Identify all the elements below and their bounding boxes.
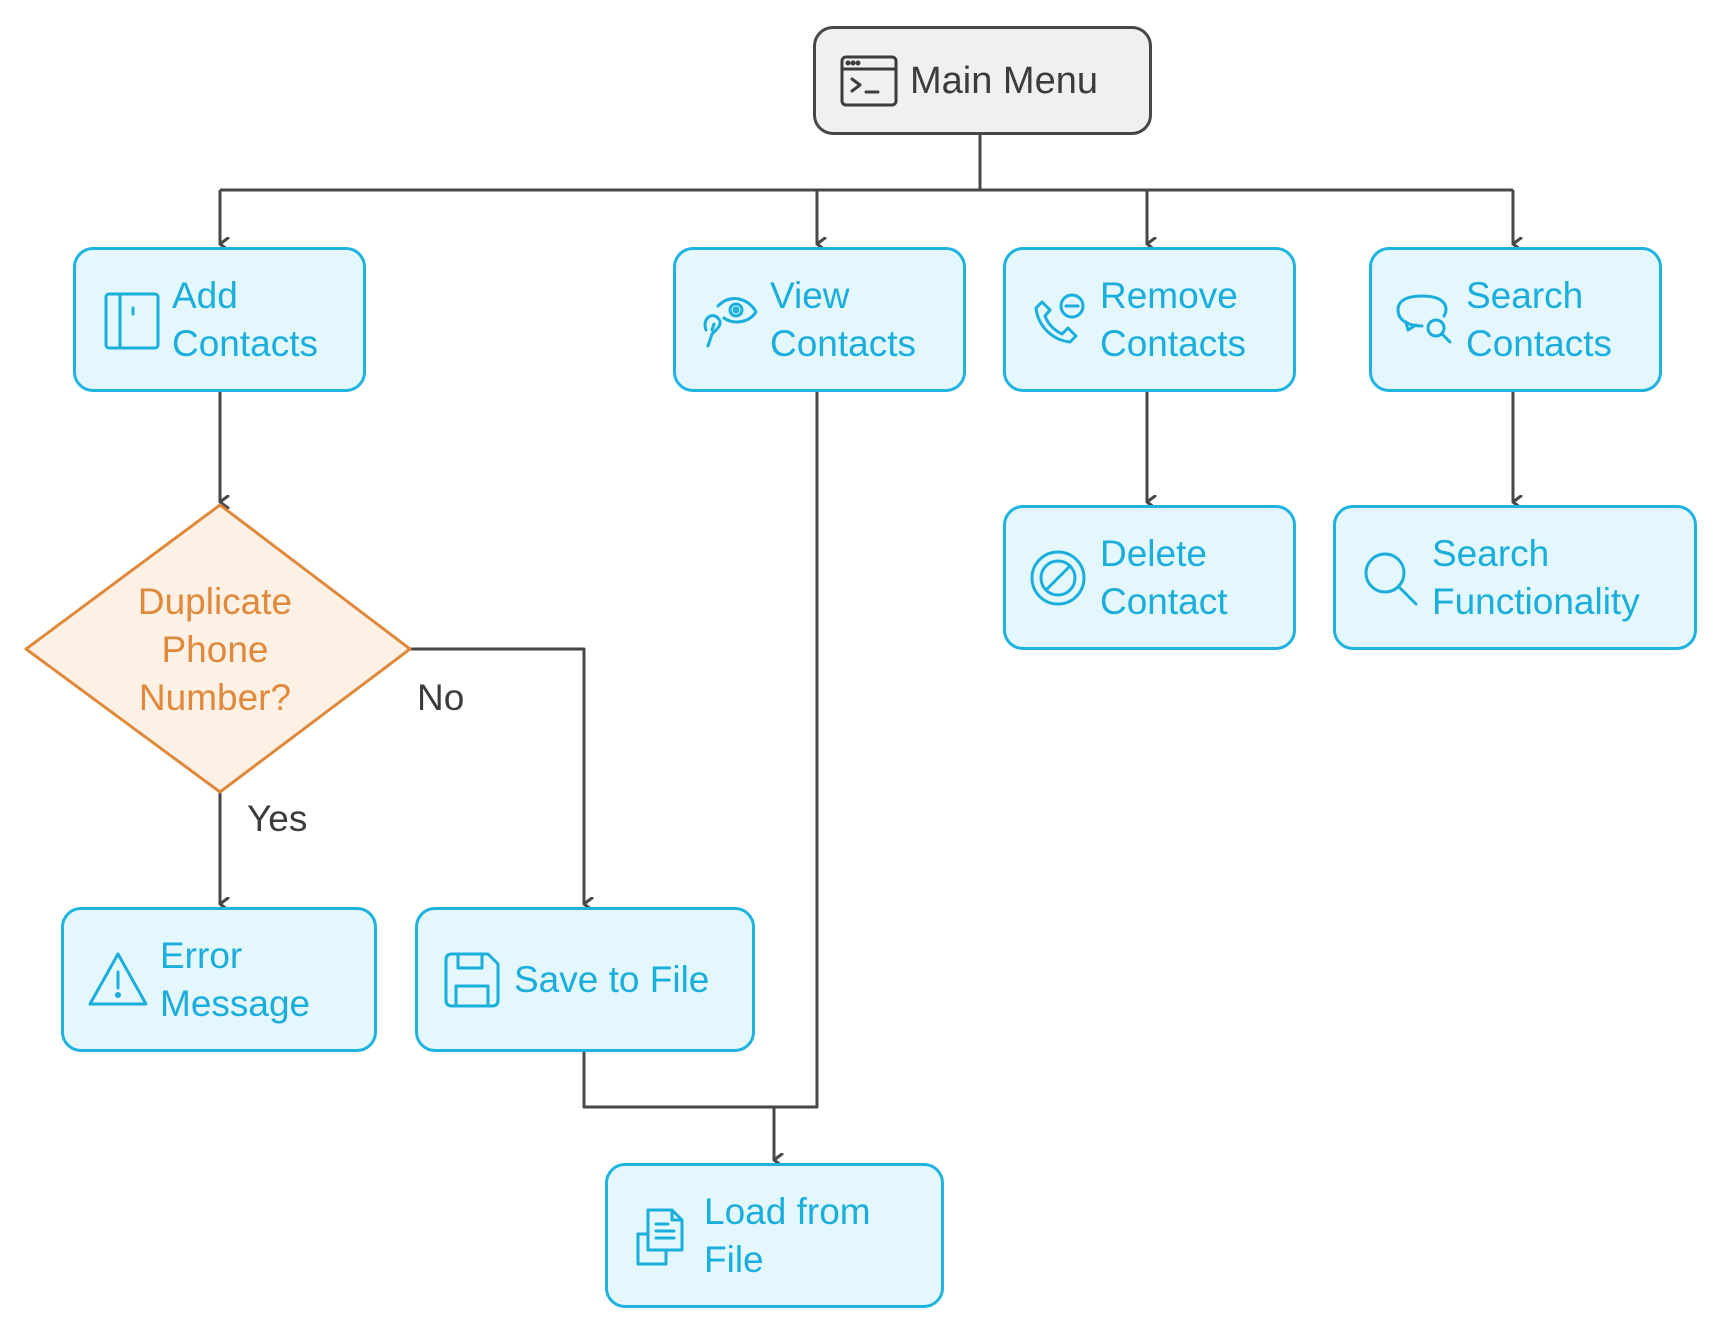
edge-label-no: No: [417, 677, 465, 718]
save-to-file-node[interactable]: Save to File: [415, 907, 755, 1052]
connector-no-to-save: [410, 647, 584, 904]
main-menu-node[interactable]: Main Menu: [813, 26, 1152, 135]
chat-search-icon: [1394, 290, 1454, 350]
delete-contact-label: Delete Contact: [1100, 532, 1228, 622]
edge-label-yes: Yes: [247, 798, 308, 839]
view-contacts-label: View Contacts: [770, 274, 917, 364]
add-contacts-node[interactable]: Add Contacts: [73, 247, 366, 392]
error-message-label: Error Message: [160, 934, 311, 1024]
load-from-file-node[interactable]: Load from File: [605, 1163, 944, 1308]
search-functionality-label: Search Functionality: [1432, 532, 1640, 622]
main-menu-label: Main Menu: [910, 59, 1098, 102]
prohibited-icon: [1028, 548, 1088, 608]
documents-icon: [632, 1206, 692, 1266]
address-book-icon: [100, 290, 160, 350]
load-from-file-label: Load from File: [704, 1190, 871, 1280]
warning-triangle-icon: [88, 950, 148, 1010]
remove-contacts-label: Remove Contacts: [1100, 274, 1247, 364]
search-contacts-label: Search Contacts: [1466, 274, 1613, 364]
error-message-node[interactable]: Error Message: [61, 907, 377, 1052]
decision-diamond: [24, 503, 412, 794]
save-to-file-label: Save to File: [514, 958, 710, 1000]
search-contacts-node[interactable]: Search Contacts: [1369, 247, 1662, 392]
delete-contact-node[interactable]: Delete Contact: [1003, 505, 1296, 650]
connector-view-to-load: [774, 390, 819, 1109]
eye-icon: [698, 290, 758, 350]
magnifier-icon: [1360, 548, 1420, 608]
add-contacts-label: Add Contacts: [172, 274, 319, 364]
search-functionality-node[interactable]: Search Functionality: [1333, 505, 1697, 650]
phone-minus-icon: [1028, 290, 1088, 350]
floppy-disk-icon: [442, 950, 502, 1010]
remove-contacts-node[interactable]: Remove Contacts: [1003, 247, 1296, 392]
connector-save-to-load: [582, 1050, 774, 1109]
terminal-window-icon: [838, 51, 898, 111]
decision-label: Duplicate Phone Number?: [137, 581, 293, 718]
view-contacts-node[interactable]: View Contacts: [673, 247, 966, 392]
